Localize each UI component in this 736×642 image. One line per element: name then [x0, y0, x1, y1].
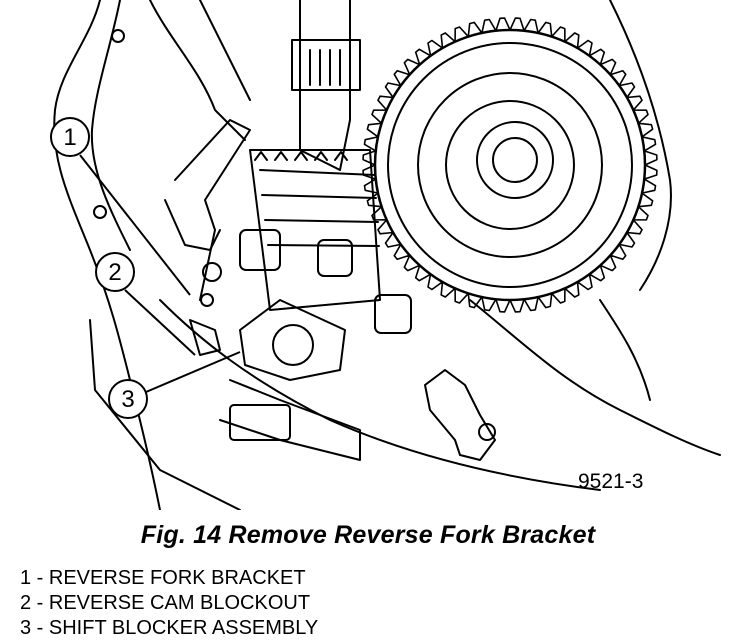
- legend-item: 2 - REVERSE CAM BLOCKOUT: [20, 592, 311, 614]
- callout-1: 1: [50, 117, 191, 296]
- figure-id: 9521-3: [578, 470, 644, 493]
- reverse-fork-bracket: [164, 119, 412, 334]
- shift-fork: [424, 369, 496, 461]
- legend-item: 1 - REVERSE FORK BRACKET: [20, 567, 306, 589]
- callout-3: 3: [108, 351, 241, 419]
- callout-3-number: 3: [121, 386, 134, 413]
- legend: 1 - REVERSE FORK BRACKET 2 - REVERSE CAM…: [20, 566, 318, 641]
- figure-caption: Fig. 14 Remove Reverse Fork Bracket: [140, 521, 596, 549]
- transmission-illustration: 1 2 3: [50, 0, 721, 510]
- gear-cluster: [249, 149, 381, 311]
- gear-teeth: [362, 17, 658, 313]
- input-shaft: [149, 0, 361, 171]
- callout-2: 2: [95, 252, 196, 356]
- shift-blocker-assembly: [189, 299, 361, 461]
- legend-item: 3 - SHIFT BLOCKER ASSEMBLY: [20, 617, 319, 639]
- main-gear: [362, 17, 658, 313]
- transmission-case: [53, 0, 721, 510]
- callout-1-number: 1: [63, 124, 76, 151]
- callout-2-number: 2: [108, 259, 121, 286]
